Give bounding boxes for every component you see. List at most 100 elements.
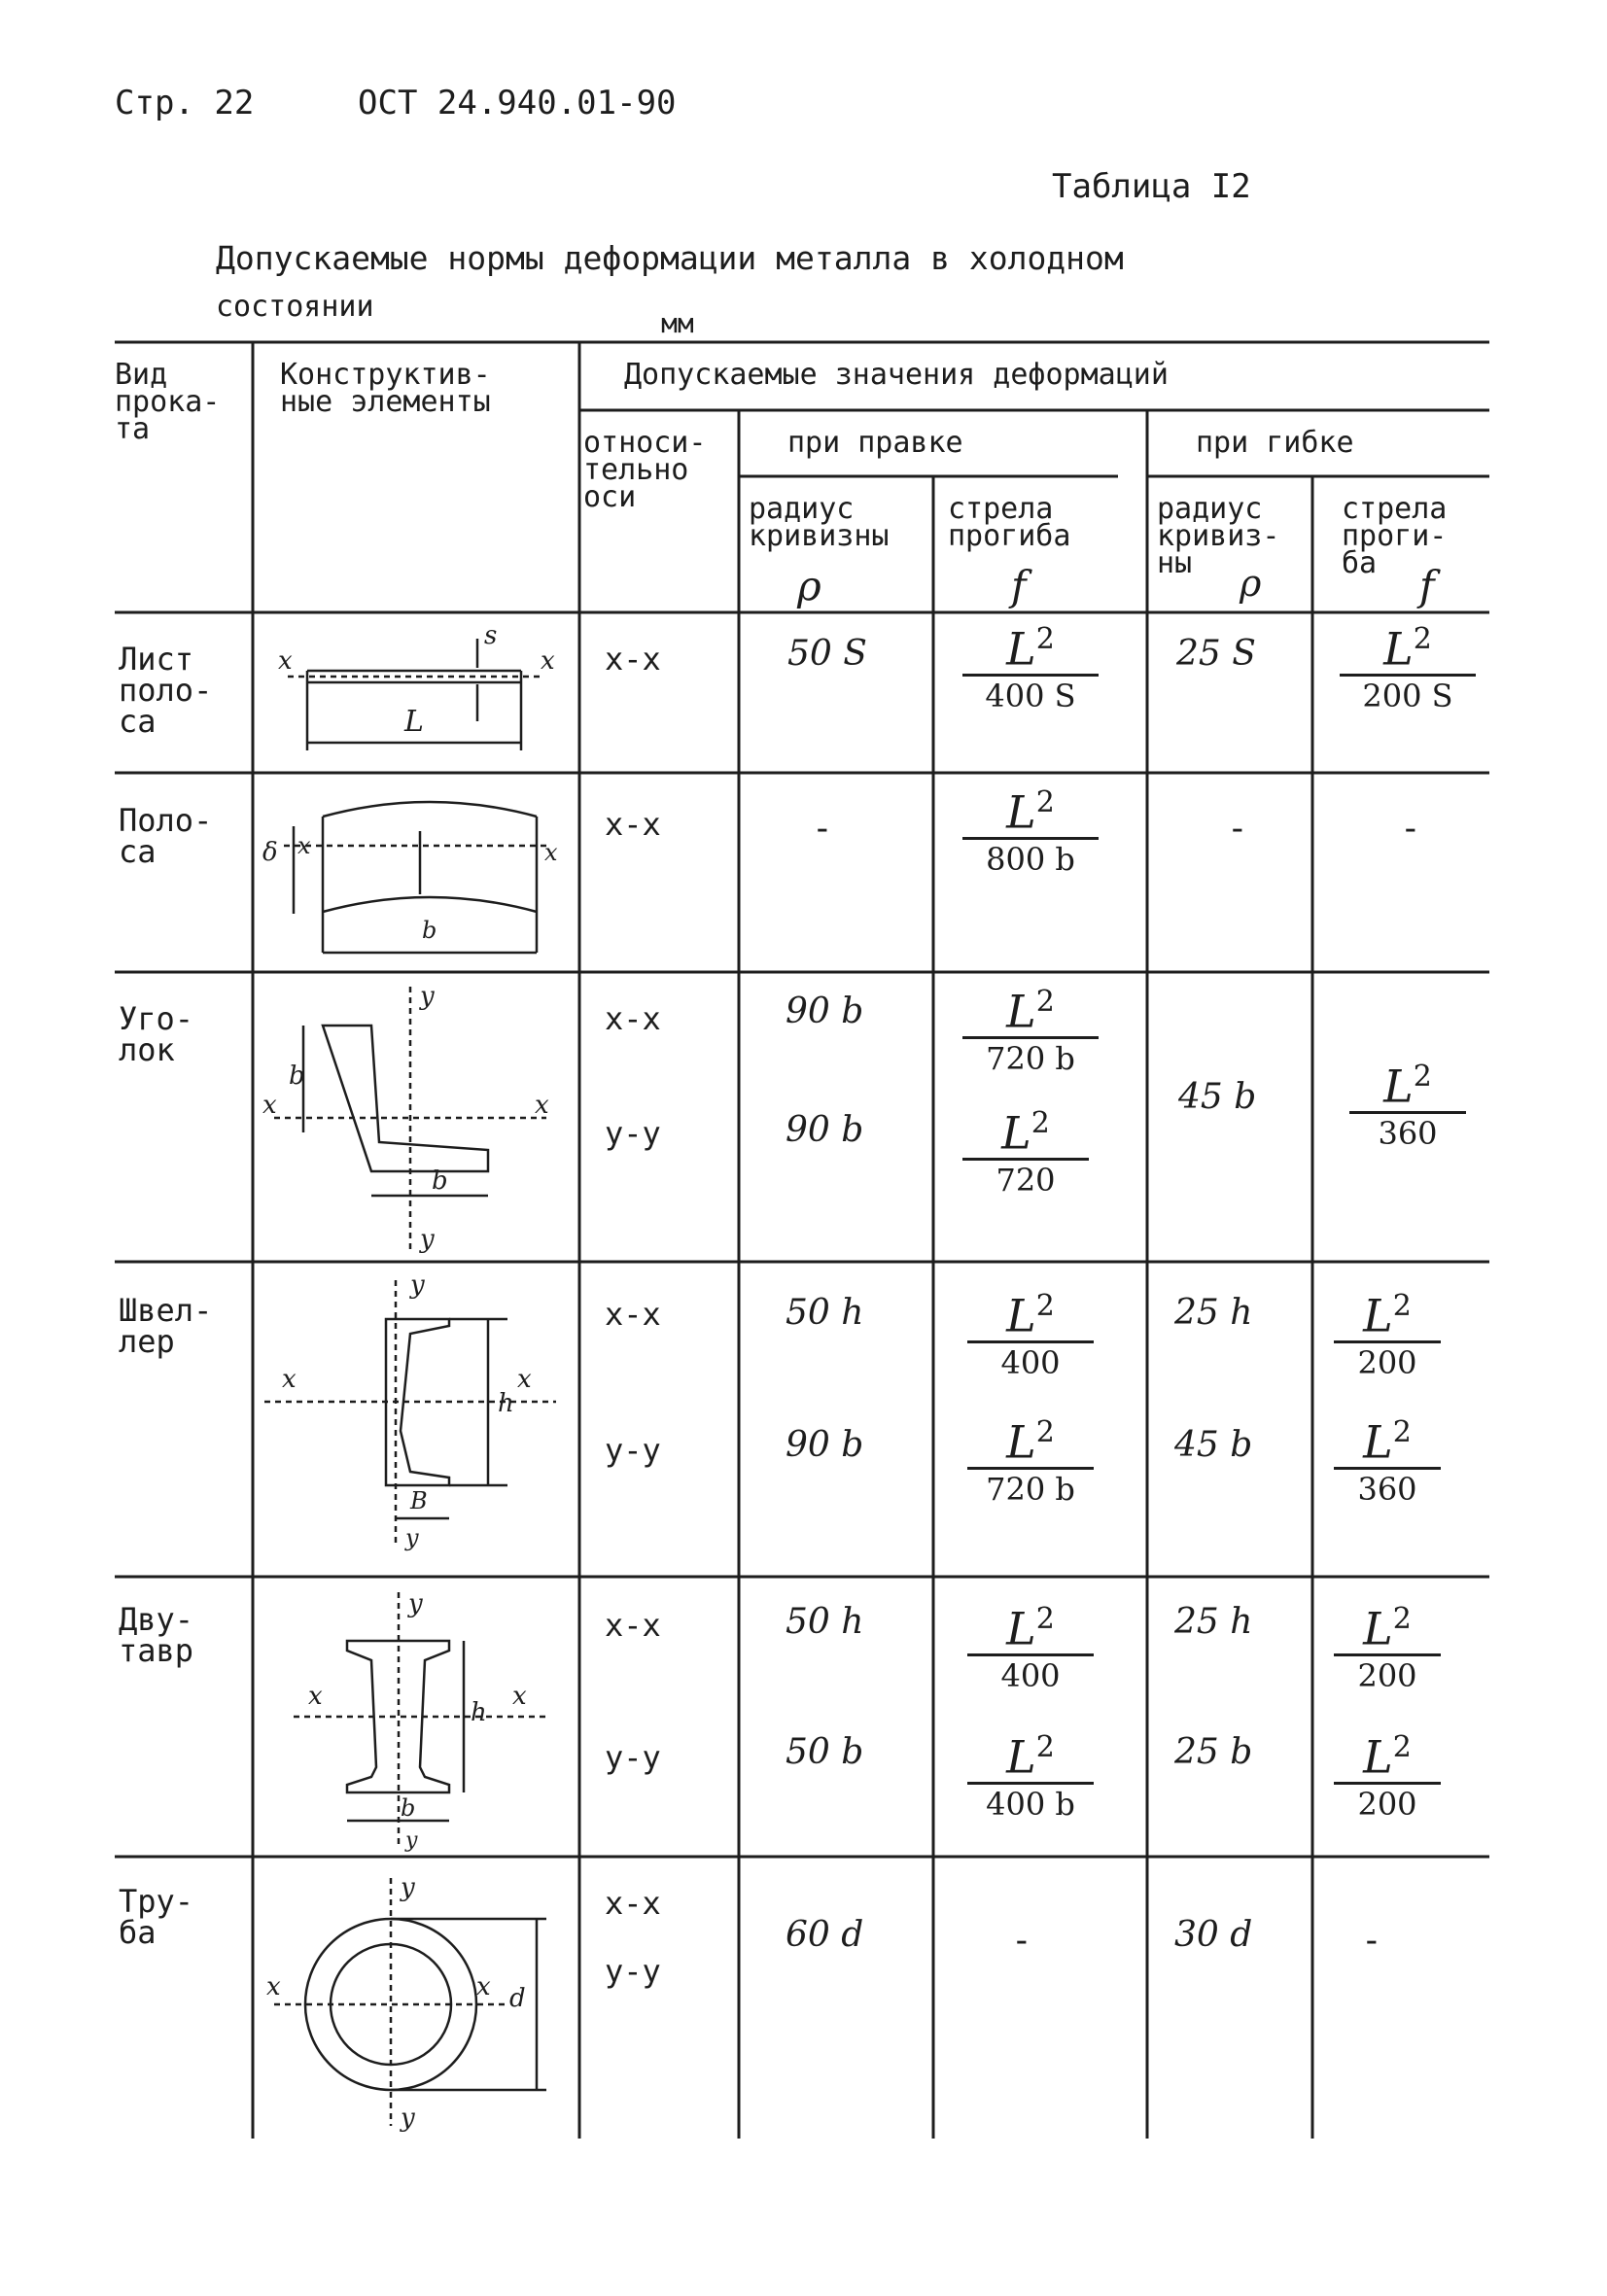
svg-text:B: B (409, 1487, 428, 1514)
exponent: 2 (1035, 985, 1055, 1019)
straighten-deflection-fraction: L2 720 b (962, 977, 1099, 1078)
col-radius-b-header: радиус кривиз- ны (1157, 492, 1280, 580)
straighten-deflection-fraction: L2 720 b (967, 1408, 1094, 1509)
pipe-diagram: y x x d y (266, 1873, 546, 2133)
denominator: 400 (1000, 1657, 1061, 1695)
exponent: 2 (1392, 1415, 1412, 1449)
axis-label: x-x (605, 1607, 661, 1644)
denominator: 200 (1357, 1657, 1417, 1695)
svg-text:h: h (471, 1698, 487, 1727)
denominator: 360 (1357, 1471, 1417, 1509)
straighten-radius: 90 b (786, 1110, 864, 1150)
straighten-deflection-fraction: L2 400 (967, 1281, 1094, 1382)
f-symbol-bend: f (1419, 562, 1435, 609)
straighten-deflection-fraction: L2 720 (962, 1098, 1089, 1200)
exponent: 2 (1035, 785, 1055, 819)
svg-text:y: y (419, 982, 435, 1011)
col-bending-header: при гибке (1196, 426, 1354, 460)
axis-label: x-x (605, 1296, 661, 1333)
numerator: L (1006, 1730, 1036, 1784)
numerator: L (1006, 1415, 1036, 1469)
exponent: 2 (1392, 1602, 1412, 1636)
col-arrow-b-header: стрела проги- ба (1342, 492, 1448, 580)
straighten-radius: - (812, 809, 833, 849)
table-label: Таблица I2 (1052, 167, 1251, 206)
svg-text:y: y (400, 1873, 415, 1902)
svg-text:s: s (484, 621, 497, 650)
denominator: 200 S (1362, 678, 1453, 715)
row-name: Уго- лок (119, 1000, 194, 1068)
svg-text:y: y (404, 1828, 418, 1853)
svg-text:x: x (266, 1972, 281, 2001)
straighten-deflection-fraction: L2 400 (967, 1594, 1094, 1695)
bend-radius: 25 S (1176, 634, 1256, 674)
rho-symbol-bend: ρ (1240, 562, 1262, 605)
svg-text:y: y (407, 1589, 423, 1618)
svg-text:b: b (289, 1061, 305, 1091)
exponent: 2 (1392, 1730, 1412, 1764)
svg-text:x: x (541, 646, 555, 676)
denominator: 720 b (986, 1040, 1075, 1078)
numerator: L (1363, 1289, 1393, 1342)
svg-text:y: y (419, 1225, 435, 1254)
straighten-radius: 50 h (786, 1293, 864, 1333)
denominator: 200 (1357, 1344, 1417, 1382)
numerator: L (1001, 1106, 1031, 1160)
svg-text:x: x (297, 832, 311, 859)
denominator: 400 (1000, 1344, 1061, 1382)
bend-radius: 25 b (1174, 1732, 1253, 1772)
exponent: 2 (1413, 622, 1432, 656)
bend-deflection-fraction: L2 360 (1349, 1052, 1466, 1153)
strip-diagram: δ x x b (262, 800, 558, 955)
straighten-radius: 50 b (786, 1732, 864, 1772)
straighten-deflection-fraction: L2 400 S (962, 614, 1099, 715)
angle-diagram: y x x b b y (262, 982, 549, 1254)
bend-deflection-fraction: L2 200 (1334, 1594, 1441, 1695)
row-name: Швел- лер (119, 1292, 213, 1360)
exponent: 2 (1035, 1415, 1055, 1449)
denominator: 720 (996, 1162, 1056, 1200)
svg-text:y: y (404, 1524, 419, 1551)
denominator: 720 b (986, 1471, 1075, 1509)
svg-text:x: x (476, 1972, 491, 2001)
bend-deflection: - (1400, 809, 1421, 849)
svg-text:x: x (517, 1365, 532, 1394)
f-symbol: f (1011, 562, 1027, 609)
table-title: Допускаемые нормы деформации металла в х… (216, 239, 1124, 277)
svg-text:x: x (544, 839, 558, 866)
channel-diagram: y x x h B y (264, 1270, 556, 1551)
svg-text:b: b (401, 1794, 415, 1822)
svg-text:b: b (432, 1166, 448, 1196)
numerator: L (1006, 985, 1036, 1038)
exponent: 2 (1035, 1289, 1055, 1323)
bend-deflection: - (1361, 1921, 1382, 1961)
col-radius-s-header: радиус кривизны (749, 492, 890, 553)
numerator: L (1006, 622, 1036, 676)
svg-text:b: b (422, 917, 437, 944)
numerator: L (1006, 1602, 1036, 1655)
axis-label: y-y (605, 1953, 661, 1990)
unit-label: мм (661, 307, 694, 339)
bend-deflection-fraction: L2 200 S (1340, 614, 1476, 715)
axis-label: y-y (605, 1739, 661, 1776)
exponent: 2 (1392, 1289, 1412, 1323)
denominator: 360 (1378, 1115, 1438, 1153)
bend-deflection-fraction: L2 200 (1334, 1281, 1441, 1382)
numerator: L (1383, 622, 1414, 676)
straighten-radius: 90 b (786, 1425, 864, 1465)
bend-radius: 45 b (1178, 1077, 1257, 1117)
bend-deflection-fraction: L2 360 (1334, 1408, 1441, 1509)
standard-code: ОСТ 24.940.01-90 (358, 84, 677, 122)
exponent: 2 (1035, 1730, 1055, 1764)
page-number: Стр. 22 (115, 84, 255, 122)
svg-text:x: x (308, 1682, 323, 1711)
axis-label: y-y (605, 1432, 661, 1469)
svg-text:δ: δ (262, 838, 278, 867)
svg-text:y: y (400, 2104, 415, 2133)
bend-radius: 30 d (1174, 1915, 1253, 1955)
exponent: 2 (1035, 1602, 1055, 1636)
numerator: L (1006, 1289, 1036, 1342)
straighten-deflection: - (1011, 1921, 1032, 1961)
col-axis-header: относи- тельно оси (583, 426, 707, 514)
